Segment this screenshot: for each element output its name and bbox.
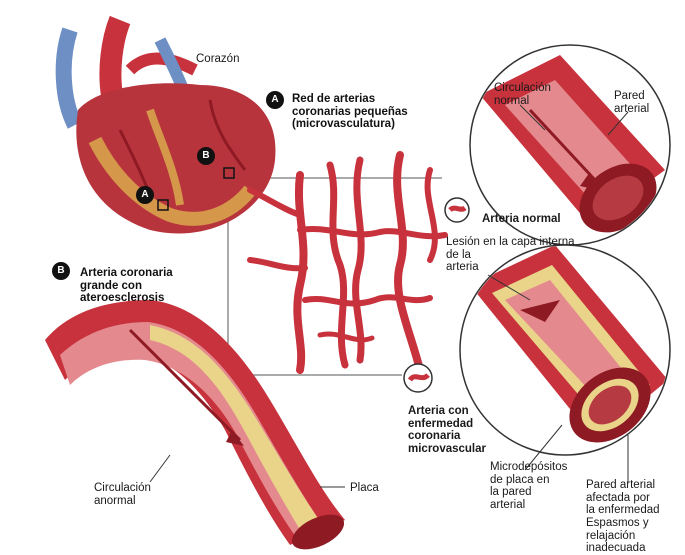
badge-a-heart: A (136, 186, 154, 204)
abnormal-circulation-label: Circulación anormal (94, 482, 151, 507)
lesion-label: Lesión en la capa interna de la arteria (446, 236, 575, 274)
micro-deposits-label: Microdepósitos de placa en la pared arte… (490, 461, 567, 511)
badge-b-heart: B (197, 147, 215, 165)
normal-circulation-label: Circulación normal (494, 82, 551, 107)
section-b-title: Arteria coronaria grande con ateroescler… (80, 267, 173, 305)
spasms-label: Espasmos y relajación inadecuada (586, 517, 649, 555)
badge-b-section: B (52, 262, 70, 280)
zoom-circle-small-top (445, 198, 469, 222)
microvasculature-network (250, 155, 445, 370)
plaque-label: Placa (350, 482, 379, 495)
section-a-title: Red de arterias coronarias pequeñas (mic… (292, 93, 408, 131)
micro-disease-artery-label: Arteria con enfermedad coronaria microva… (408, 405, 486, 455)
affected-wall-label: Pared arterial afectada por la enfermeda… (586, 479, 660, 517)
normal-artery-label: Arteria normal (482, 213, 561, 226)
heart-illustration (64, 20, 276, 234)
zoom-circle-small-bottom (404, 364, 432, 392)
heart-label: Corazón (196, 53, 239, 66)
badge-a-section: A (266, 91, 284, 109)
arterial-wall-label: Pared arterial (614, 90, 649, 115)
